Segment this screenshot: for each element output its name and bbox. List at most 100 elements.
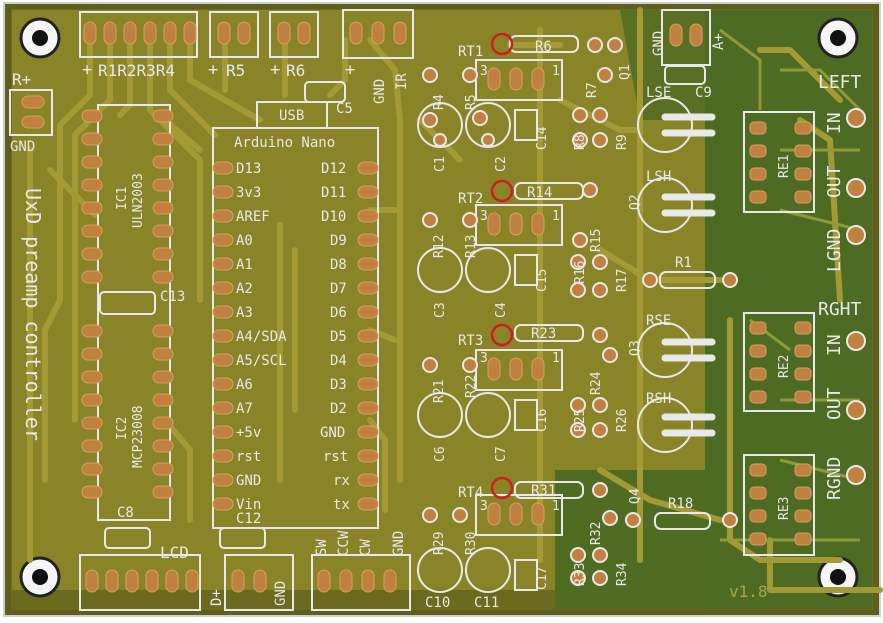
arduino-right-pads [357, 161, 379, 511]
ref-r15: R15 [589, 228, 604, 252]
ref-q3: Q3 [628, 340, 643, 356]
highlight-rings [490, 32, 514, 500]
pin-label: D8 [330, 257, 347, 273]
ic1-right-pads [152, 109, 174, 499]
ref-r24: R24 [589, 371, 604, 395]
ref-c9: C9 [695, 85, 712, 101]
audio-right-out: OUT [824, 387, 845, 420]
pin-label: tx [333, 497, 350, 513]
ref-r32: R32 [589, 521, 604, 545]
ref-r21: R21 [432, 379, 447, 403]
rt4-outline [475, 494, 563, 536]
re2-outline [743, 312, 815, 412]
ref-r1: R1 [675, 255, 692, 271]
rt3-highlight [490, 323, 514, 347]
usb-outline [256, 101, 328, 129]
r1-body-outline [659, 271, 716, 289]
re1-outline [743, 111, 815, 213]
pin-label: D7 [330, 281, 347, 297]
ref-q2: Q2 [628, 194, 643, 210]
ref-rt3: RT3 [458, 333, 484, 349]
pin-label: A5/SCL [236, 353, 287, 369]
encoder-header-outline [311, 554, 411, 611]
ref-c4: C4 [494, 302, 509, 318]
amp-gnd: GND [651, 30, 667, 56]
audio-right-label: RGHT [818, 299, 862, 320]
rt2-pin1: 1 [552, 209, 560, 224]
rt3-pin3: 3 [480, 351, 488, 366]
audio-left-in: IN [824, 112, 845, 134]
ref-c3: C3 [433, 302, 448, 318]
pin-label: rst [323, 449, 349, 465]
ref-rt2: RT2 [458, 191, 484, 207]
small-caps [99, 65, 706, 591]
pin-label: rst [236, 449, 262, 465]
r5-plus: + [208, 60, 219, 80]
ref-r31: R31 [531, 483, 557, 499]
pin-label: D11 [321, 185, 347, 201]
rt1-pin3: 3 [480, 64, 488, 79]
led-legs [661, 113, 716, 437]
round-pads [422, 37, 866, 586]
d-gnd-label: GND [273, 580, 289, 606]
ic1-part: ULN2003 [131, 173, 146, 228]
ref-q4: Q4 [628, 488, 643, 504]
ref-r16: R16 [573, 260, 588, 284]
ref-c11: C11 [474, 595, 500, 611]
rt2-highlight [490, 179, 514, 203]
r6-body-outline [509, 35, 579, 53]
board-edge [5, 3, 879, 616]
r5-header-outline [209, 11, 259, 58]
pin-label: D5 [330, 329, 347, 345]
ref-r9: R9 [615, 134, 630, 150]
ic1-ref: IC1 [115, 186, 130, 210]
ir-label: IR [394, 73, 410, 90]
r6-label: R6 [286, 61, 306, 80]
ref-r7: R7 [585, 82, 600, 98]
audio-left-out: OUT [824, 165, 845, 198]
rt3-pin1: 1 [552, 351, 560, 366]
audio-lgnd: LGND [824, 228, 845, 272]
ref-r26: R26 [615, 408, 630, 432]
pin-label: A4/SDA [236, 329, 287, 345]
audio-right-in: IN [824, 334, 845, 356]
pin-label: D4 [330, 353, 347, 369]
r6-header-outline [269, 11, 319, 58]
ref-r4: R4 [432, 94, 447, 110]
rt4-pin1: 1 [552, 499, 560, 514]
usb-label: USB [279, 108, 305, 124]
ref-r17: R17 [615, 268, 630, 292]
arduino-title: Arduino Nano [234, 135, 336, 151]
pin-label: GND [320, 425, 346, 441]
pin-label: D2 [330, 401, 347, 417]
r23-body-outline [514, 324, 584, 342]
ref-r23: R23 [531, 326, 557, 342]
encoder-sw: SW [314, 539, 330, 556]
relay-header-plus: + [82, 60, 93, 80]
pin-label: D3 [330, 377, 347, 393]
ref-rt1: RT1 [458, 44, 484, 60]
r6-plus: + [270, 60, 281, 80]
pin-label: A0 [236, 233, 253, 249]
ref-r12: R12 [432, 234, 447, 258]
ref-c10: C10 [425, 595, 451, 611]
re3-outline [743, 454, 815, 556]
d-header-outline [224, 554, 294, 611]
r31-body-outline [514, 481, 584, 499]
ic2-part: MCP23008 [131, 405, 146, 468]
pin-label: D6 [330, 305, 347, 321]
ref-r29: R29 [432, 531, 447, 555]
rt4-highlight [490, 476, 514, 500]
pin-label: rx [333, 473, 350, 489]
board-title: UxD preamp controller [21, 188, 45, 441]
pin-label: +5v [236, 425, 262, 441]
audio-rgnd: RGND [824, 456, 845, 500]
pin-label: Vin [236, 497, 262, 513]
ref-c14: C14 [535, 126, 550, 150]
ref-c16: C16 [535, 408, 550, 432]
ic1-left-pads [81, 109, 103, 499]
power-header-outline [9, 89, 53, 136]
power-r-plus: R+ [12, 70, 32, 89]
pin-label: A2 [236, 281, 253, 297]
lcd-header-outline [79, 554, 201, 611]
